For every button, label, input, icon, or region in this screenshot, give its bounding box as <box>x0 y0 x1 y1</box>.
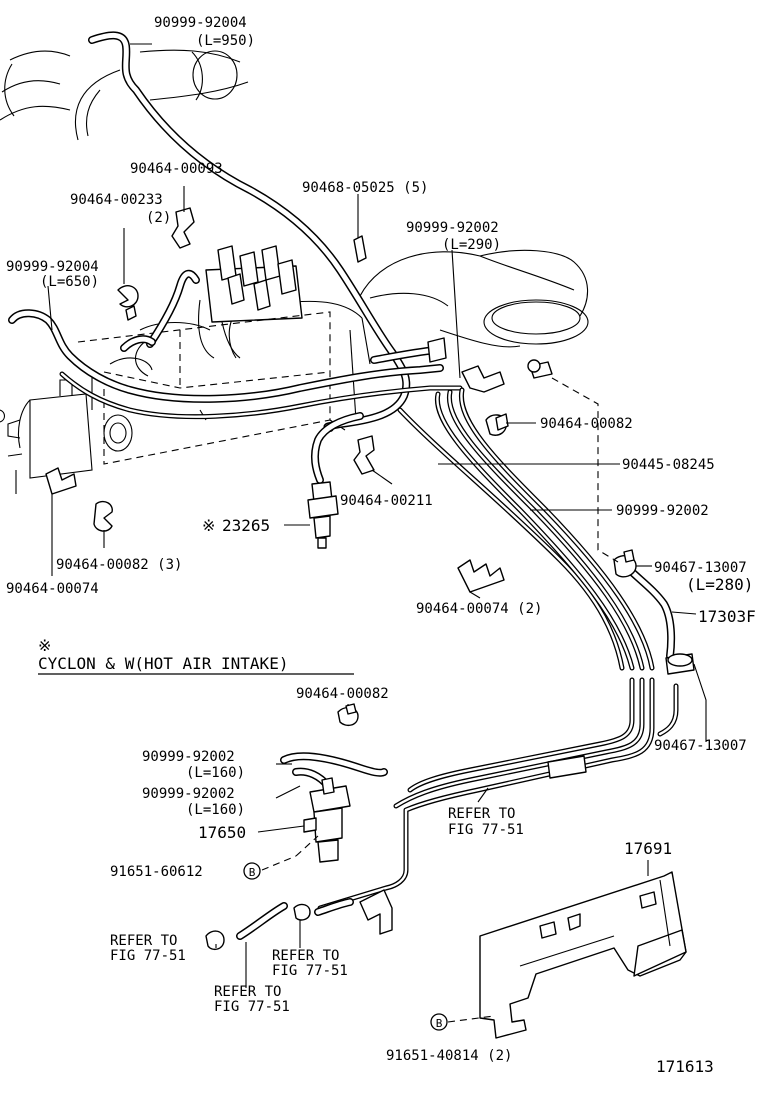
label-bracket-17691: 17691 <box>624 839 672 858</box>
clip-00093-shape <box>171 207 195 249</box>
svg-text:REFER TO: REFER TO <box>272 948 339 964</box>
label-clamp-05025: 90468-05025 (5) <box>302 180 428 196</box>
label-bolt-60612: 91651-60612 <box>110 864 203 880</box>
svg-text:171613: 171613 <box>656 1057 714 1076</box>
svg-text:(L=160): (L=160) <box>186 765 245 781</box>
svg-text:90464-00074 (2): 90464-00074 (2) <box>416 601 542 617</box>
bracket-small-shape <box>359 755 587 935</box>
svg-text:90445-08245: 90445-08245 <box>622 457 715 473</box>
label-hose-160-a: 90999-92002 (L=160) <box>142 749 245 781</box>
svg-text:90464-00082 (3): 90464-00082 (3) <box>56 557 182 573</box>
label-ref-mid: REFER TO FIG 77-51 <box>272 948 348 979</box>
svg-text:90468-05025 (5): 90468-05025 (5) <box>302 180 428 196</box>
bracket-17691-shape <box>479 871 687 1039</box>
label-ref-bottom: REFER TO FIG 77-51 <box>214 984 290 1015</box>
bolt-marker-60612: B <box>243 862 261 880</box>
svg-text:REFER TO: REFER TO <box>214 984 281 1000</box>
label-hose-17303: 17303F <box>698 607 756 626</box>
svg-text:FIG 77-51: FIG 77-51 <box>214 999 290 1015</box>
label-ref-left: REFER TO FIG 77-51 <box>110 933 186 964</box>
svg-text:(L=650): (L=650) <box>40 274 99 290</box>
label-pipe-08245: 90445-08245 <box>622 457 715 473</box>
svg-text:90464-00082: 90464-00082 <box>540 416 633 432</box>
connector-290-shape <box>427 337 553 393</box>
clip-00082-b-shape <box>337 703 359 727</box>
label-ref-center: REFER TO FIG 77-51 <box>448 806 524 838</box>
label-clip-00074: 90464-00074 <box>6 581 99 597</box>
label-bolt-40814: 91651-40814 (2) <box>386 1048 512 1064</box>
label-sensor-23265: ※ 23265 <box>202 516 270 535</box>
label-hose-160-b: 90999-92002 (L=160) <box>142 786 245 818</box>
svg-text:90999-92002: 90999-92002 <box>406 220 499 236</box>
svg-text:(L=280): (L=280) <box>686 575 753 594</box>
svg-text:17691: 17691 <box>624 839 672 858</box>
label-clip-00082-3: 90464-00082 (3) <box>56 557 182 573</box>
svg-text:(L=160): (L=160) <box>186 802 245 818</box>
label-hose-top-950: 90999-92004 (L=950) <box>154 15 255 49</box>
label-clip-00074-2: 90464-00074 (2) <box>416 601 542 617</box>
label-clip-00082-b: 90464-00082 <box>296 686 389 702</box>
svg-text:REFER TO: REFER TO <box>110 933 177 949</box>
engine-outline <box>0 49 589 494</box>
svg-text:91651-40814 (2): 91651-40814 (2) <box>386 1048 512 1064</box>
clip-00233-shape <box>117 285 139 321</box>
svg-text:90999-92004: 90999-92004 <box>6 259 99 275</box>
svg-text:※: ※ <box>38 636 51 655</box>
svg-text:17303F: 17303F <box>698 607 756 626</box>
svg-text:FIG 77-51: FIG 77-51 <box>448 822 524 838</box>
svg-text:90464-00093: 90464-00093 <box>130 161 223 177</box>
svg-text:90464-00233: 90464-00233 <box>70 192 163 208</box>
label-figure-number: 171613 <box>656 1057 714 1076</box>
svg-text:FIG 77-51: FIG 77-51 <box>110 948 186 964</box>
label-vsv-17650: 17650 <box>198 823 246 842</box>
svg-text:B: B <box>249 866 256 879</box>
label-clamp-13007-a: 90467-13007 (L=280) <box>654 560 753 594</box>
svg-text:90464-00074: 90464-00074 <box>6 581 99 597</box>
label-clip-00082-a: 90464-00082 <box>540 416 633 432</box>
label-clip-00211: 90464-00211 <box>340 493 433 509</box>
svg-text:(2): (2) <box>146 210 171 226</box>
svg-text:90999-92002: 90999-92002 <box>616 503 709 519</box>
label-clamp-13007-b: 90467-13007 <box>654 738 747 754</box>
hose-lines <box>8 31 679 940</box>
label-hose-92002: 90999-92002 <box>616 503 709 519</box>
svg-text:(L=290): (L=290) <box>442 237 501 253</box>
clamp-05025-shape <box>353 235 367 263</box>
label-clip-00233: 90464-00233 (2) <box>70 192 171 226</box>
svg-text:90999-92002: 90999-92002 <box>142 749 235 765</box>
svg-text:CYCLON & W(HOT AIR INTAKE): CYCLON & W(HOT AIR INTAKE) <box>38 654 288 673</box>
label-hose-290: 90999-92002 (L=290) <box>406 220 501 253</box>
svg-text:90467-13007: 90467-13007 <box>654 738 747 754</box>
sensor-23265-shape <box>307 481 339 549</box>
svg-text:90999-92002: 90999-92002 <box>142 786 235 802</box>
svg-text:B: B <box>436 1017 443 1030</box>
svg-text:REFER TO: REFER TO <box>448 806 515 822</box>
vsv-17650-shape <box>303 777 351 863</box>
clamps-lower-shape <box>205 903 311 951</box>
clamp-13007-b-shape <box>665 653 695 675</box>
svg-text:90464-00082: 90464-00082 <box>296 686 389 702</box>
label-hose-650: 90999-92004 (L=650) <box>6 259 99 290</box>
clip-00082-3-shape <box>93 500 113 532</box>
svg-text:91651-60612: 91651-60612 <box>110 864 203 880</box>
svg-text:FIG 77-51: FIG 77-51 <box>272 963 348 979</box>
label-title: ※ CYCLON & W(HOT AIR INTAKE) <box>38 636 354 675</box>
svg-text:(L=950): (L=950) <box>196 33 255 49</box>
svg-text:23265: 23265 <box>222 516 270 535</box>
clip-00211-shape <box>353 435 375 475</box>
bolt-marker-40814: B <box>430 1013 448 1031</box>
svg-text:90999-92004: 90999-92004 <box>154 15 247 31</box>
clip-00082-a-shape <box>485 413 509 436</box>
svg-text:※: ※ <box>202 516 215 535</box>
clip-00074-shape <box>45 467 77 495</box>
svg-text:17650: 17650 <box>198 823 246 842</box>
clamp-13007-a-shape <box>613 549 637 578</box>
label-clip-00093: 90464-00093 <box>130 161 223 177</box>
svg-text:90467-13007: 90467-13007 <box>654 560 747 576</box>
svg-text:90464-00211: 90464-00211 <box>340 493 433 509</box>
leader-lines <box>47 43 707 1023</box>
clip-00074-2-shape <box>457 559 505 593</box>
